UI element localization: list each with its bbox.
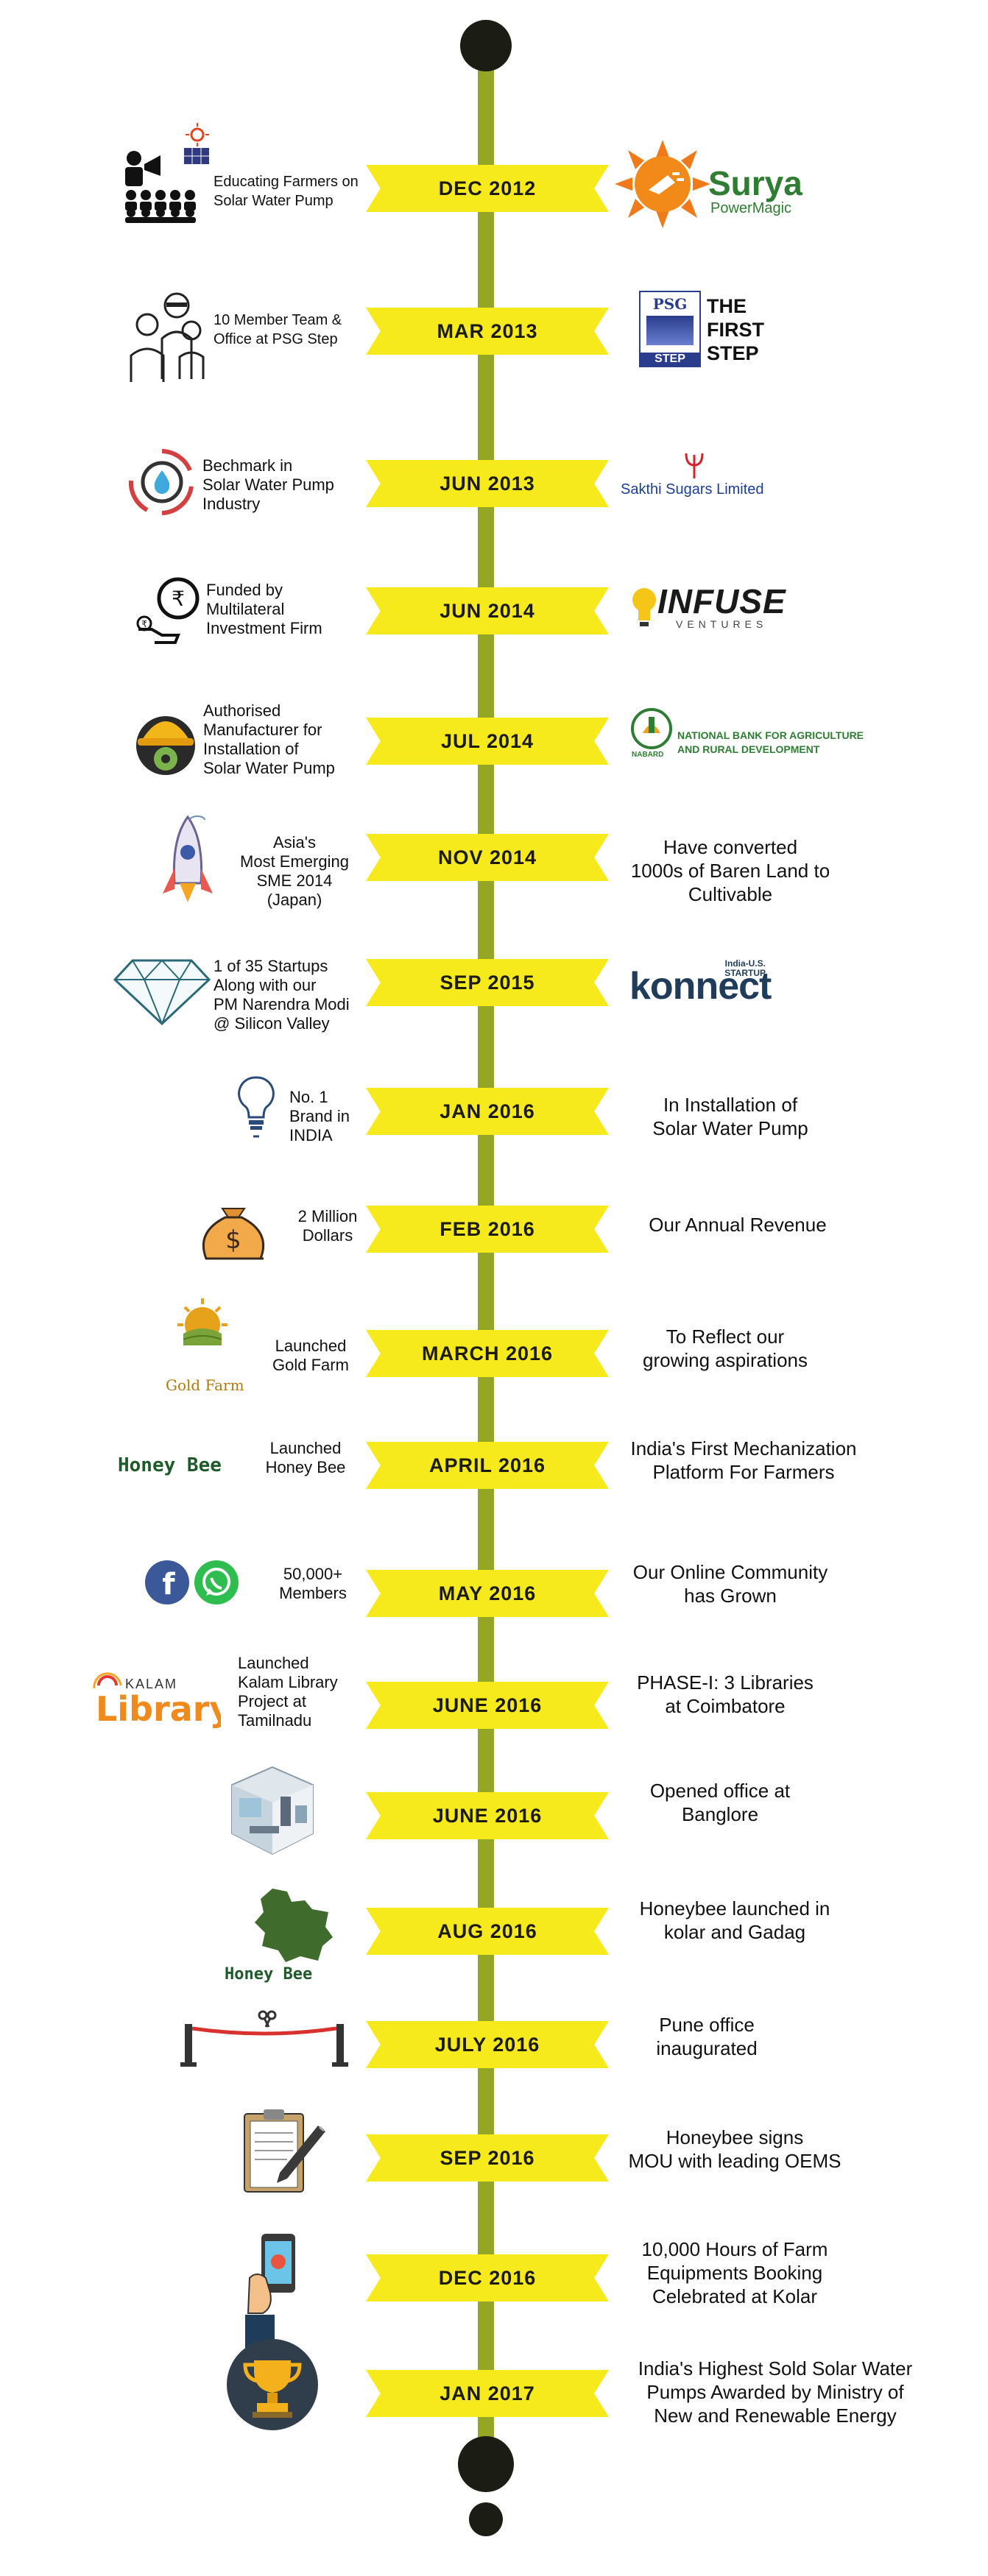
psg-step-logo: PSG STEP <box>639 291 701 367</box>
date-ribbon: JAN 2017 <box>366 2370 609 2417</box>
sakthi-sugars-text: Sakthi Sugars Limited <box>621 481 764 498</box>
date-ribbon: JUL 2014 <box>366 718 609 765</box>
date-ribbon: MARCH 2016 <box>366 1330 609 1377</box>
event-left-text: Launched Honey Bee <box>265 1439 346 1476</box>
whatsapp-icon[interactable] <box>193 1559 240 1606</box>
engineer-helmet-icon <box>136 716 195 775</box>
date-ribbon: FEB 2016 <box>366 1206 609 1253</box>
date-ribbon: SEP 2015 <box>366 959 609 1006</box>
surya-logo-subtext: PowerMagic <box>710 200 792 216</box>
date-ribbon: JUNE 2016 <box>366 1792 609 1839</box>
rocket-icon <box>163 815 213 902</box>
team-icon <box>130 292 205 382</box>
svg-text:₹: ₹ <box>141 619 147 629</box>
nabard-small-text: NABARD <box>632 751 664 759</box>
konnect-tag-text: India-U.S. STARTUP <box>724 958 766 978</box>
event-right-text: PHASE-I: 3 Libraries at Coimbatore <box>637 1671 814 1717</box>
event-left-text: Authorised Manufacturer for Installation… <box>203 701 335 777</box>
event-left-text: No. 1 Brand in INDIA <box>289 1088 350 1144</box>
date-ribbon: APRIL 2016 <box>366 1442 609 1489</box>
svg-text:Library: Library <box>96 1689 221 1729</box>
trophy-icon <box>227 2339 318 2430</box>
date-ribbon: NOV 2014 <box>366 834 609 881</box>
nabard-logo-text: NATIONAL BANK FOR AGRICULTURE AND RURAL … <box>677 729 864 755</box>
event-left-text: Launched Kalam Library Project at Tamiln… <box>238 1654 338 1730</box>
event-left-text: 50,000+ Members <box>279 1565 347 1602</box>
event-right-text: In Installation of Solar Water Pump <box>652 1094 808 1139</box>
event-right-text: Opened office at Banglore <box>649 1780 791 1825</box>
farmers-audience-icon <box>125 123 209 223</box>
event-right-text: To Reflect our growing aspirations <box>642 1326 808 1371</box>
ribbon-cutting-icon <box>180 2010 348 2067</box>
date-ribbon: DEC 2016 <box>366 2254 609 2301</box>
psg-logo-bottom-text: STEP <box>641 353 699 366</box>
event-left-text: Launched Gold Farm <box>272 1337 349 1374</box>
event-left-text: 2 Million Dollars <box>297 1207 358 1245</box>
facebook-icon[interactable]: f <box>144 1559 191 1606</box>
water-drop-cycle-icon <box>128 449 194 515</box>
date-ribbon: JUNE 2016 <box>366 1682 609 1729</box>
svg-text:$: $ <box>225 1225 241 1255</box>
timeline-end-dot <box>469 2502 503 2536</box>
konnect-logo-text: konnect <box>629 965 772 1008</box>
honey-bee-logo: Honey Bee <box>118 1454 222 1476</box>
timeline-top-dot <box>460 20 512 71</box>
kalam-library-logo-icon: Library <box>93 1672 221 1729</box>
light-bulb-icon <box>238 1076 275 1138</box>
date-ribbon: AUG 2016 <box>366 1908 609 1955</box>
date-ribbon: MAY 2016 <box>366 1570 609 1617</box>
nabard-emblem-icon <box>631 708 672 749</box>
date-ribbon: JUN 2014 <box>366 587 609 634</box>
event-left-text: Asia's Most Emerging SME 2014 (Japan) <box>240 833 349 909</box>
gold-farm-logo-text: Gold Farm <box>166 1376 244 1394</box>
surya-logo-text: Surya <box>708 164 802 202</box>
event-right-text: Pune office inaugurated <box>656 2014 758 2059</box>
timeline-bottom-dot <box>458 2436 514 2492</box>
svg-text:f: f <box>162 1568 175 1602</box>
event-left-text: Educating Farmers on Solar Water Pump <box>214 174 359 209</box>
date-ribbon: JUN 2013 <box>366 460 609 507</box>
event-right-text: Honeybee launched in kolar and Gadag <box>639 1897 830 1943</box>
date-ribbon: MAR 2013 <box>366 308 609 355</box>
the-first-step-text: THE FIRST STEP <box>707 295 764 364</box>
date-ribbon: JULY 2016 <box>366 2021 609 2068</box>
honey-bee-map-logo: Honey Bee <box>225 1965 313 1984</box>
event-right-text: Have converted 1000s of Baren Land to Cu… <box>630 836 830 905</box>
clipboard-pen-icon <box>244 2109 325 2193</box>
date-ribbon: DEC 2012 <box>366 165 609 212</box>
office-room-icon <box>231 1766 314 1855</box>
karnataka-map-icon <box>255 1889 333 1962</box>
diamond-icon <box>113 959 211 1026</box>
money-bag-icon: $ <box>202 1208 265 1260</box>
svg-text:₹: ₹ <box>172 587 185 611</box>
event-right-text: Honeybee signs MOU with leading OEMS <box>628 2126 841 2172</box>
rupee-investment-icon: ₹ ₹ <box>136 577 200 644</box>
date-ribbon: JAN 2016 <box>366 1088 609 1135</box>
psg-logo-top-text: PSG <box>652 295 688 313</box>
infuse-bulb-icon <box>632 588 656 626</box>
event-right-text: Our Online Community has Grown <box>632 1561 828 1607</box>
infuse-logo-subtext: VENTURES <box>676 618 768 630</box>
sakthi-trident-icon <box>685 453 704 478</box>
event-left-text: Bechmark in Solar Water Pump Industry <box>202 456 334 513</box>
event-right-text: 10,000 Hours of Farm Equipments Booking … <box>641 2238 828 2307</box>
kalam-logo-text: KALAM <box>125 1677 178 1691</box>
date-ribbon: SEP 2016 <box>366 2134 609 2182</box>
infuse-logo-text: INFUSE <box>657 582 786 620</box>
surya-sun-logo-icon <box>615 140 710 228</box>
event-left-text: 10 Member Team & Office at PSG Step <box>214 312 342 347</box>
event-right-text: India's Highest Sold Solar Water Pumps A… <box>638 2357 913 2427</box>
event-right-text: India's First Mechanization Platform For… <box>630 1437 857 1483</box>
gold-farm-logo-icon <box>177 1298 227 1345</box>
event-left-text: Funded by Multilateral Investment Firm <box>206 581 322 637</box>
mobile-booking-icon <box>245 2234 295 2350</box>
event-right-text: Our Annual Revenue <box>649 1214 827 1236</box>
event-left-text: 1 of 35 Startups Along with our PM Naren… <box>214 957 350 1033</box>
